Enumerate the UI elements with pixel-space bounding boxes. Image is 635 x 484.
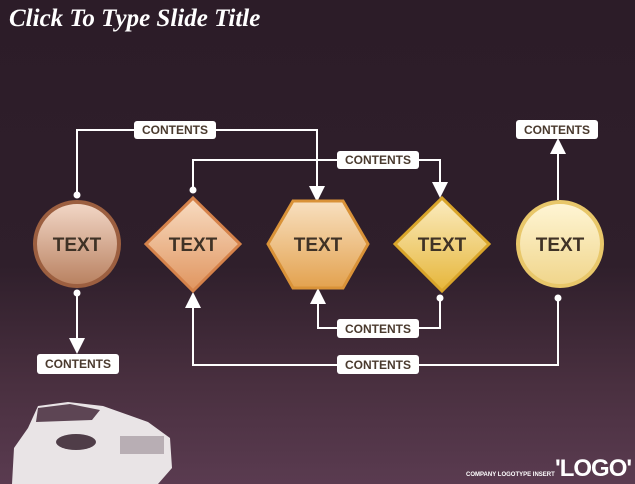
svg-text:CONTENTS: CONTENTS [45, 357, 111, 371]
svg-text:CONTENTS: CONTENTS [524, 123, 590, 137]
slide-title[interactable]: Click To Type Slide Title [9, 5, 261, 32]
svg-text:TEXT: TEXT [536, 235, 585, 256]
node-4[interactable]: TEXT [392, 195, 492, 294]
logo: 'LOGO' [555, 455, 632, 482]
svg-text:TEXT: TEXT [169, 235, 218, 256]
svg-text:CONTENTS: CONTENTS [345, 322, 411, 336]
car-image [12, 402, 172, 484]
node-1[interactable]: TEXT [33, 200, 121, 288]
node-5[interactable]: TEXT [516, 200, 604, 288]
contents-label-4[interactable]: CONTENTS [37, 354, 119, 374]
contents-label-6[interactable]: CONTENTS [337, 355, 419, 374]
svg-text:CONTENTS: CONTENTS [142, 123, 208, 137]
node-3[interactable]: TEXT [266, 199, 370, 290]
node-2[interactable]: TEXT [143, 195, 243, 294]
contents-label-3[interactable]: CONTENTS [516, 120, 598, 139]
contents-label-2[interactable]: CONTENTS [337, 151, 419, 169]
svg-text:TEXT: TEXT [418, 235, 467, 256]
company-logotype-text: COMPANY LOGOTYPE INSERT [466, 472, 555, 478]
svg-text:CONTENTS: CONTENTS [345, 153, 411, 167]
contents-label-1[interactable]: CONTENTS [134, 121, 216, 139]
svg-text:TEXT: TEXT [294, 235, 343, 256]
connector-dots [73, 186, 562, 302]
svg-text:CONTENTS: CONTENTS [345, 358, 411, 372]
svg-text:TEXT: TEXT [53, 235, 102, 256]
contents-label-5[interactable]: CONTENTS [337, 319, 419, 338]
